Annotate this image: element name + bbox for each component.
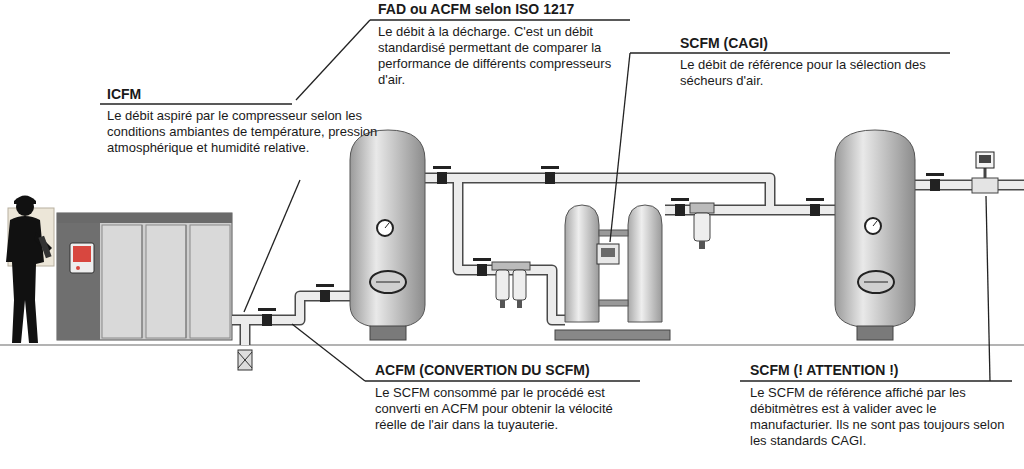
drain-trap: [238, 352, 252, 368]
callout-heading: ACFM (CONVERTION DU SCFM): [375, 362, 590, 379]
leader-line: [100, 20, 1012, 381]
technician-silhouette: [6, 196, 52, 344]
callout-heading: FAD ou ACFM selon ISO 1217: [378, 1, 574, 18]
callout-text: Le débit de référence pour la sélection …: [680, 57, 965, 89]
air-compressor: [57, 213, 232, 340]
callout-heading: SCFM (! ATTENTION !): [750, 362, 899, 379]
line-filter: [492, 262, 530, 308]
callout-heading: SCFM (CAGI): [680, 35, 768, 52]
line-filter: [690, 203, 714, 249]
callout-text: Le SCFM de référence affiché par les déb…: [750, 385, 1012, 449]
air-receiver-tank: [835, 130, 915, 340]
air-receiver-tank: [350, 130, 425, 340]
drain-trap: [238, 350, 252, 370]
floor-line: [0, 344, 1024, 346]
callout-heading: ICFM: [107, 86, 141, 103]
callout-text: Le SCFM consommé par le procédé est conv…: [375, 385, 627, 433]
valve: [258, 166, 944, 326]
callout-text: Le débit à la décharge. C'est un débit s…: [378, 24, 640, 88]
desiccant-dryer: [555, 205, 670, 340]
callout-text: Le débit aspiré par le compresseur selon…: [107, 108, 399, 156]
flowmeter: [972, 152, 998, 193]
